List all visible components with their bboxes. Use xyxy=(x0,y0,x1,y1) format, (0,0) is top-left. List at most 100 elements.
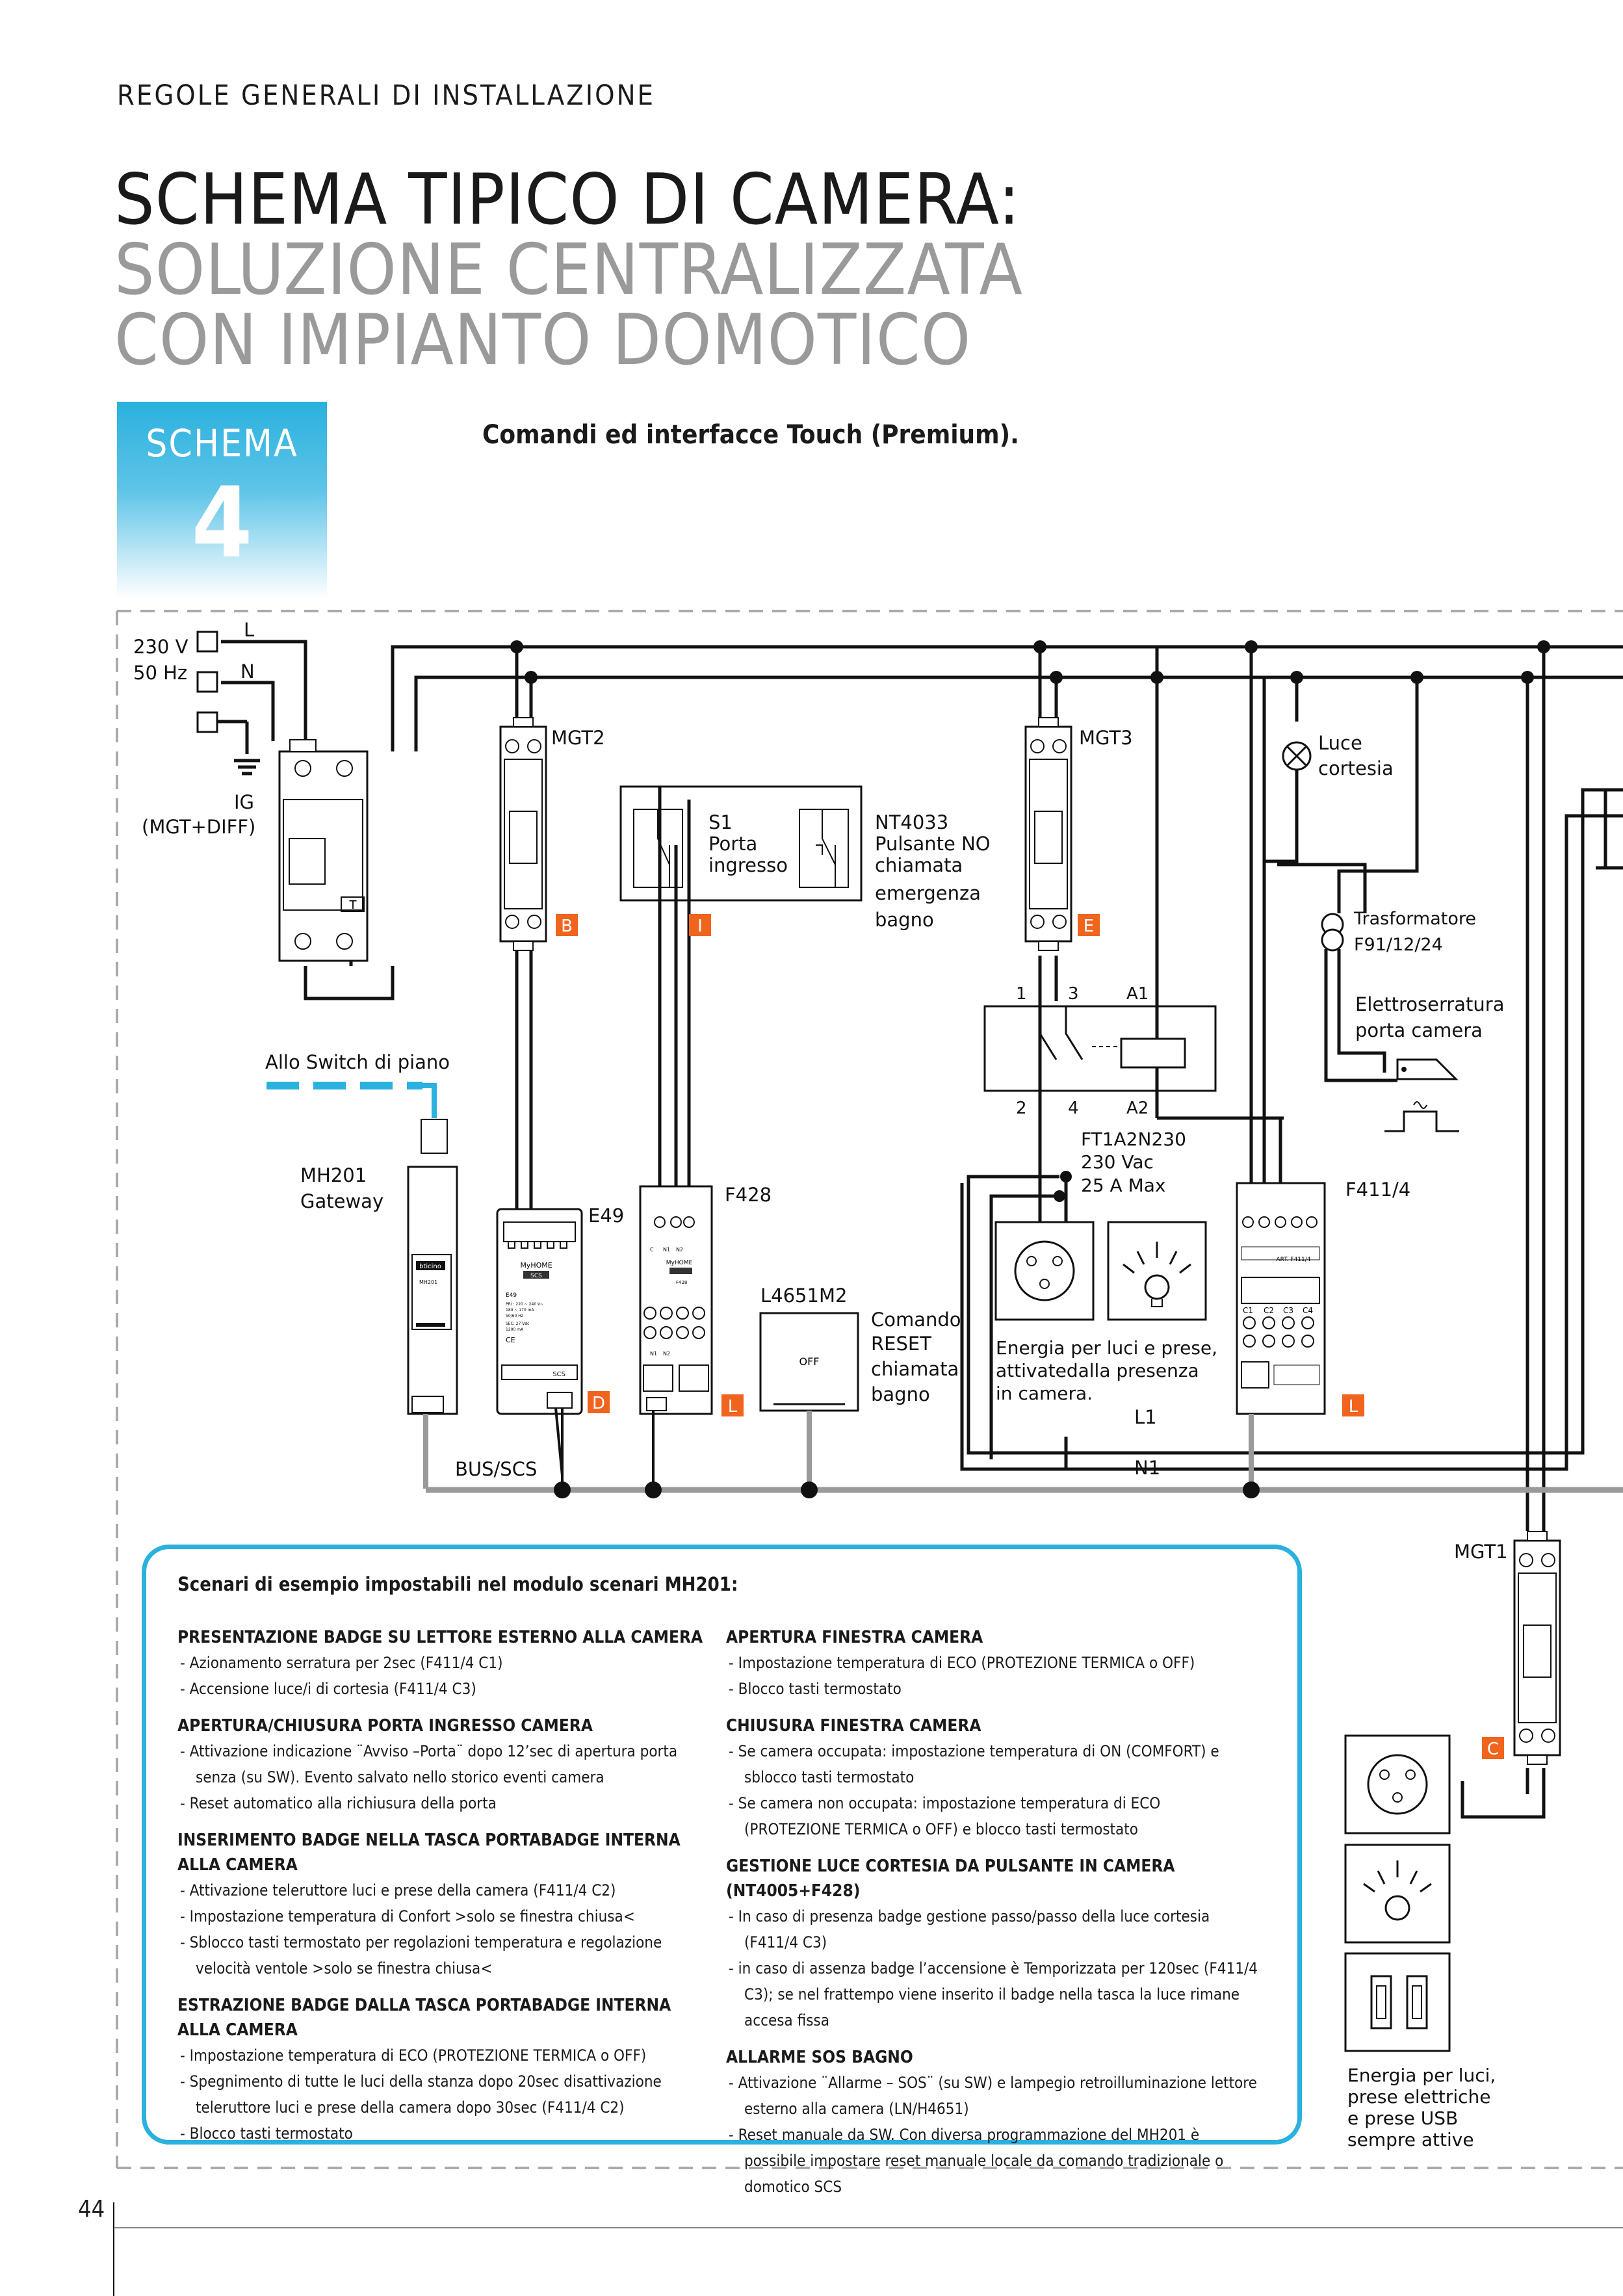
svg-text:C1: C1 xyxy=(1243,1306,1253,1315)
schema-number: 4 xyxy=(191,467,253,580)
tag-l1: L xyxy=(721,1394,744,1416)
svg-text:C2: C2 xyxy=(1264,1306,1274,1315)
f428-device: C N1 N2 MyHOME F428 N1 N2 xyxy=(639,1185,713,1415)
mh201-sub-label: Gateway xyxy=(300,1190,383,1212)
svg-text:I: I xyxy=(697,917,703,936)
bulb-icon xyxy=(1107,1221,1207,1321)
l-label: L xyxy=(244,619,254,641)
c3-label: 3 xyxy=(1068,984,1079,1004)
scenario-item: - Accensione luce/i di cortesia (F411/4 … xyxy=(180,1680,476,1698)
svg-text:50/60 Hz: 50/60 Hz xyxy=(506,1314,523,1318)
supply-label: 230 V xyxy=(133,636,188,658)
l4651-label: L4651M2 xyxy=(760,1285,847,1307)
svg-text:E49: E49 xyxy=(506,1292,517,1299)
page-title-line3: CON IMPIANTO DOMOTICO xyxy=(114,300,972,381)
ig-sub-label: (MGT+DIFF) xyxy=(142,816,255,838)
f428-label: F428 xyxy=(725,1184,772,1206)
svg-text:PRI : 220 ~ 240 V~: PRI : 220 ~ 240 V~ xyxy=(506,1302,543,1307)
scenario-item: - Se camera occupata: impostazione tempe… xyxy=(729,1742,1219,1786)
scenario-group: ALLARME SOS BAGNO- Attivazione ¨Allarme … xyxy=(726,2045,1259,2200)
scenario-item: - Blocco tasti termostato xyxy=(729,1680,902,1698)
freq-label: 50 Hz xyxy=(133,662,187,684)
svg-text:MH201: MH201 xyxy=(419,1279,437,1285)
scenario-heading: APERTURA FINESTRA CAMERA xyxy=(726,1628,983,1647)
scenari-panel xyxy=(142,1545,1302,2145)
mgt3-label: MGT3 xyxy=(1079,727,1133,749)
scenario-item: - in caso di assenza badge l’accensione … xyxy=(729,1959,1258,2029)
nt-line2: Pulsante NO xyxy=(875,833,991,855)
svg-text:MyHOME: MyHOME xyxy=(666,1260,693,1266)
scenario-group: PRESENTAZIONE BADGE SU LETTORE ESTERNO A… xyxy=(177,1625,710,1702)
s1-line2: Porta xyxy=(708,833,757,855)
scenario-heading: INSERIMENTO BADGE NELLA TASCA PORTABADGE… xyxy=(177,1831,681,1875)
scenario-heading: PRESENTAZIONE BADGE SU LETTORE ESTERNO A… xyxy=(177,1628,703,1647)
scenario-heading: CHIUSURA FINESTRA CAMERA xyxy=(726,1716,981,1736)
svg-text:F428: F428 xyxy=(676,1280,687,1285)
svg-text:N2: N2 xyxy=(676,1247,683,1253)
scenario-heading: APERTURA/CHIUSURA PORTA INGRESSO CAMERA xyxy=(177,1716,593,1736)
sempre-label-4: sempre attive xyxy=(1347,2129,1474,2150)
schema-badge: SCHEMA 4 xyxy=(117,402,327,598)
socket-icon xyxy=(994,1221,1095,1321)
a2-label: A2 xyxy=(1126,1099,1149,1118)
s1-line3: ingresso xyxy=(708,854,788,876)
scenario-item: - Blocco tasti termostato xyxy=(180,2124,353,2143)
l4651-device xyxy=(759,1312,859,1412)
scenario-item: - Spegnimento di tutte le luci della sta… xyxy=(180,2072,662,2117)
page-number: 44 xyxy=(78,2196,105,2223)
luce-label: Luce xyxy=(1318,732,1362,754)
scenario-item: - Reset automatico alla richiusura della… xyxy=(180,1794,497,1812)
usb-socket-icon xyxy=(1344,1952,1451,2052)
scenario-group: APERTURA FINESTRA CAMERA- Impostazione t… xyxy=(726,1625,1259,1702)
scenario-heading: ALLARME SOS BAGNO xyxy=(726,2048,913,2067)
scenario-item: - Reset manuale da SW. Con diversa progr… xyxy=(729,2126,1224,2196)
scenario-item: - Attivazione indicazione ¨Avviso –Porta… xyxy=(180,1742,678,1786)
svg-text:C3: C3 xyxy=(1283,1306,1293,1315)
scenario-item: - Se camera non occupata: impostazione t… xyxy=(729,1794,1161,1838)
switch-label: Allo Switch di piano xyxy=(265,1051,450,1073)
schema-subtitle: Comandi ed interfacce Touch (Premium). xyxy=(482,420,1019,450)
svg-text:N1: N1 xyxy=(663,1247,670,1253)
contactor xyxy=(983,1005,1217,1092)
svg-text:bticino: bticino xyxy=(419,1263,441,1270)
energia-label: Energia per luci e prese, xyxy=(996,1337,1217,1359)
nt-line5: bagno xyxy=(875,909,934,931)
elet-label-2: porta camera xyxy=(1355,1019,1483,1041)
line-L xyxy=(391,645,1623,751)
trasf-label-2: F91/12/24 xyxy=(1354,935,1443,955)
mgt2-label: MGT2 xyxy=(551,727,605,749)
mh201-label: MH201 xyxy=(300,1164,367,1186)
svg-text:L: L xyxy=(728,1397,738,1416)
svg-text:SEC: 27 Vdc: SEC: 27 Vdc xyxy=(506,1322,529,1326)
tag-l2: L xyxy=(1342,1394,1364,1416)
scenario-item: - Impostazione temperatura di ECO (PROTE… xyxy=(180,2046,647,2065)
energia-label-2: attivatedalla presenza xyxy=(996,1360,1199,1381)
svg-text:1200 mA: 1200 mA xyxy=(506,1327,524,1332)
tag-i: I xyxy=(689,914,711,936)
sempre-label: Energia per luci, xyxy=(1347,2065,1496,2086)
page-title: SCHEMA TIPICO DI CAMERA: xyxy=(114,159,1020,241)
scenari-right-column: APERTURA FINESTRA CAMERA- Impostazione t… xyxy=(726,1625,1259,2211)
bulb-icon-2 xyxy=(1344,1844,1451,1944)
svg-text:C: C xyxy=(650,1247,654,1253)
c4-label: 4 xyxy=(1068,1099,1079,1118)
e49-label: E49 xyxy=(588,1205,624,1227)
svg-text:C4: C4 xyxy=(1303,1306,1313,1315)
mgt2-breaker xyxy=(499,716,547,952)
energia-label-3: in camera. xyxy=(996,1383,1093,1404)
svg-text:SCS: SCS xyxy=(530,1273,542,1279)
scenari-left-column: PRESENTAZIONE BADGE SU LETTORE ESTERNO A… xyxy=(177,1625,710,2158)
svg-text:CE: CE xyxy=(506,1336,515,1344)
scenario-item: - Azionamento serratura per 2sec (F411/4… xyxy=(180,1654,503,1672)
elet-label: Elettroserratura xyxy=(1355,993,1505,1015)
off-label: OFF xyxy=(799,1355,820,1368)
reset-label-2: RESET xyxy=(871,1333,931,1355)
scenario-group: INSERIMENTO BADGE NELLA TASCA PORTABADGE… xyxy=(177,1828,710,1981)
tag-b: B xyxy=(556,914,578,936)
ig-out-L xyxy=(304,966,395,1000)
nt-line4: emergenza xyxy=(875,882,981,904)
sempre-label-3: e prese USB xyxy=(1347,2107,1458,2129)
f411-device: ART. F411/4 C1 C2 C3 C4 xyxy=(1236,1182,1326,1415)
tag-e: E xyxy=(1078,914,1100,936)
